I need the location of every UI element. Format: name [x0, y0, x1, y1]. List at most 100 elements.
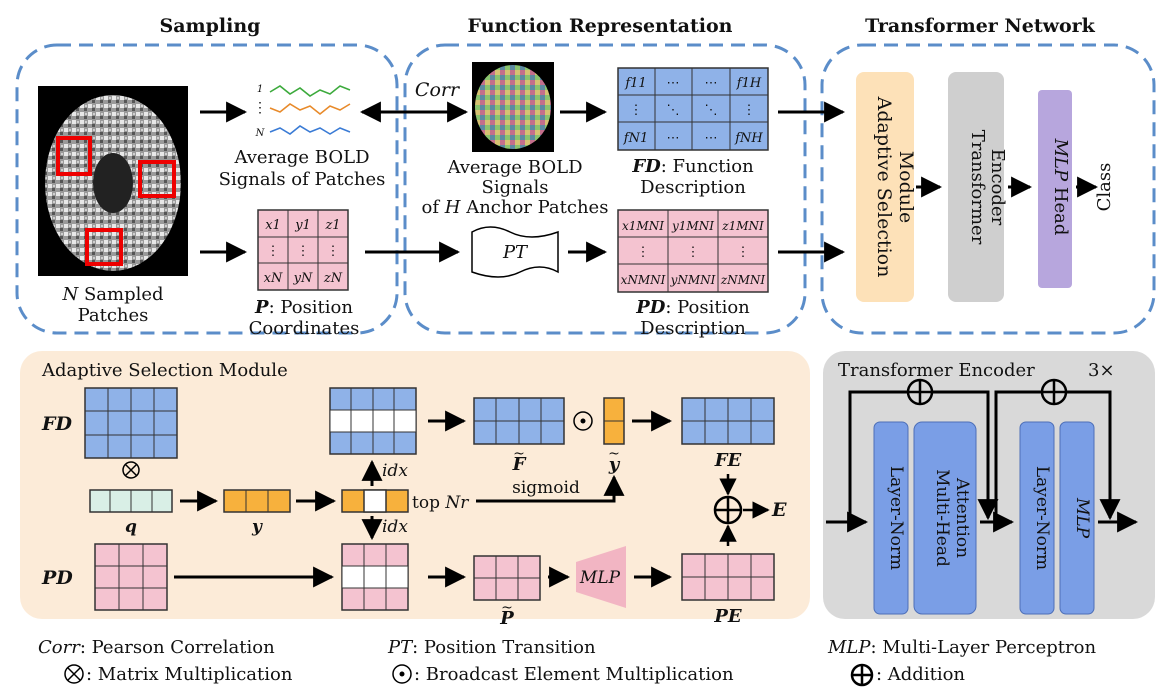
svg-text:fN1: fN1 [623, 131, 648, 146]
adaptive-selection-label: Adaptive Selection [873, 96, 895, 278]
legend-odot-icon [392, 664, 412, 684]
y-label: y [251, 517, 263, 537]
transformer-encoder-label: Transformer [967, 130, 988, 245]
q-label: q [125, 517, 137, 537]
layer-norm-label-1: Layer-Norm [886, 466, 906, 570]
idx-up-label: idx [382, 461, 408, 481]
broadcast-mult-symbol [573, 411, 593, 431]
svg-text:y1: y1 [294, 218, 311, 233]
function-description-matrix: f11 ⋯ ⋯ f1H ⋮ ⋱ ⋱ ⋮ fN1 ⋯ ⋯ fNH [617, 67, 769, 151]
y-tilde-vector [603, 397, 625, 445]
asm-addition-symbol [713, 495, 743, 525]
sampled-patch-1 [56, 136, 92, 176]
svg-text:⋮: ⋮ [630, 103, 643, 118]
transformer-network-panel [820, 43, 1156, 335]
layer-norm-block-1 [873, 421, 909, 615]
svg-text:xN: xN [264, 271, 283, 286]
svg-text:zNMNI: zNMNI [720, 273, 766, 287]
asm-pd-matrix [94, 543, 168, 611]
sigmoid-label: sigmoid [512, 478, 580, 498]
anchor-signals-label-line3: of H Anchor Patches [422, 197, 609, 218]
function-representation-panel [403, 43, 807, 335]
mha-label: Multi-Head [932, 469, 952, 567]
multi-head-attention-block [913, 421, 977, 615]
y-tilde-label: y [608, 454, 621, 475]
avg-signals-label-line2: Signals of Patches [219, 169, 386, 190]
transformer-encoder-panel-title: Transformer Encoder [838, 360, 1035, 381]
anchor-signals-label: Average BOLD [446, 157, 582, 178]
mha-label-line2: Attention [952, 477, 972, 558]
q-vector [89, 489, 173, 513]
svg-text:⋱: ⋱ [667, 103, 680, 118]
adaptive-selection-block [856, 72, 914, 302]
svg-text:1: 1 [257, 84, 263, 95]
svg-text:⋱: ⋱ [705, 103, 718, 118]
fe-label: FE [714, 450, 742, 471]
y-vector [223, 489, 291, 513]
pt-shape [471, 226, 559, 278]
asm-fd-label: FD [41, 413, 72, 435]
asm-fd-matrix [84, 387, 178, 459]
idx-down-label: idx [382, 517, 408, 537]
arrow-sigmoid [476, 474, 625, 503]
section-title-transformer-network: Transformer Network [865, 15, 1096, 37]
corr-label: Corr [415, 79, 461, 101]
adaptive-selection-label-line2: Module [895, 151, 917, 224]
legend-corr: Corr: Pearson Correlation [38, 637, 275, 658]
legend-oplus-icon [850, 663, 874, 687]
svg-text:f1H: f1H [736, 76, 762, 91]
svg-text:z1MNI: z1MNI [721, 219, 764, 233]
mlp-head-block [1038, 90, 1072, 288]
svg-text:~: ~ [513, 446, 525, 462]
transformer-encoder-label-line2: Encoder [987, 149, 1008, 226]
svg-text:⋮: ⋮ [687, 245, 700, 260]
matmul-symbol [122, 461, 140, 479]
legend-otimes-text: : Matrix Multiplication [86, 664, 293, 685]
svg-text:N: N [255, 128, 266, 139]
adaptive-selection-panel-title: Adaptive Selection Module [41, 360, 288, 381]
pd-label: PD: Position [635, 297, 750, 318]
asm-mlp-shape [576, 546, 626, 608]
fe-matrix [681, 397, 775, 445]
encoder-addition-1 [906, 378, 934, 406]
bold-signals-plot: 1 ⋮ N [253, 84, 351, 139]
sampled-patch-3 [85, 228, 123, 266]
p-tilde-matrix [473, 555, 541, 601]
f-tilde-label: F [512, 454, 527, 475]
position-coordinates-label-line2: Coordinates [249, 318, 360, 339]
svg-text:⋯: ⋯ [705, 76, 718, 91]
selected-fd-matrix [329, 387, 417, 455]
legend-mlp: MLP: Multi-Layer Perceptron [827, 637, 1096, 658]
position-coordinates-matrix: x1 y1 z1 ⋮ ⋮ ⋮ xN yN zN [257, 209, 349, 291]
section-title-sampling: Sampling [160, 15, 261, 37]
svg-text:yN: yN [293, 271, 313, 286]
svg-text:x1: x1 [265, 218, 281, 233]
repeat-label: 3× [1088, 360, 1115, 381]
layer-norm-block-2 [1019, 421, 1055, 615]
svg-text:z1: z1 [324, 218, 340, 233]
svg-text:yNMNI: yNMNI [670, 273, 716, 287]
asm-mlp-label: MLP [579, 568, 621, 588]
section-title-function-representation: Function Representation [468, 15, 733, 37]
sampled-patch-2 [138, 160, 176, 198]
pe-matrix [681, 553, 775, 601]
topnr-vector [341, 489, 409, 513]
avg-signals-label: Average BOLD [233, 147, 369, 168]
svg-text:⋮: ⋮ [737, 245, 750, 260]
pt-label: PT [502, 242, 529, 263]
legend-pt: PT: Position Transition [387, 637, 596, 658]
sampled-patches-label: N Sampled [61, 284, 163, 305]
encoder-addition-2 [1040, 378, 1068, 406]
svg-text:~: ~ [608, 446, 620, 462]
transformer-encoder-block [948, 72, 1004, 302]
position-description-matrix: x1MNI y1MNI z1MNI ⋮ ⋮ ⋮ xNMNI yNMNI zNMN… [617, 209, 769, 293]
brain-image [38, 86, 188, 276]
p-tilde-label: P [499, 608, 514, 629]
mlp-head-label: MLP Head [1050, 138, 1071, 236]
svg-text:zN: zN [323, 271, 343, 286]
selected-pd-matrix [341, 543, 409, 611]
f-tilde-matrix [473, 397, 565, 445]
top-nr-label: top Nr [412, 493, 469, 513]
class-label: Class [1094, 163, 1115, 212]
